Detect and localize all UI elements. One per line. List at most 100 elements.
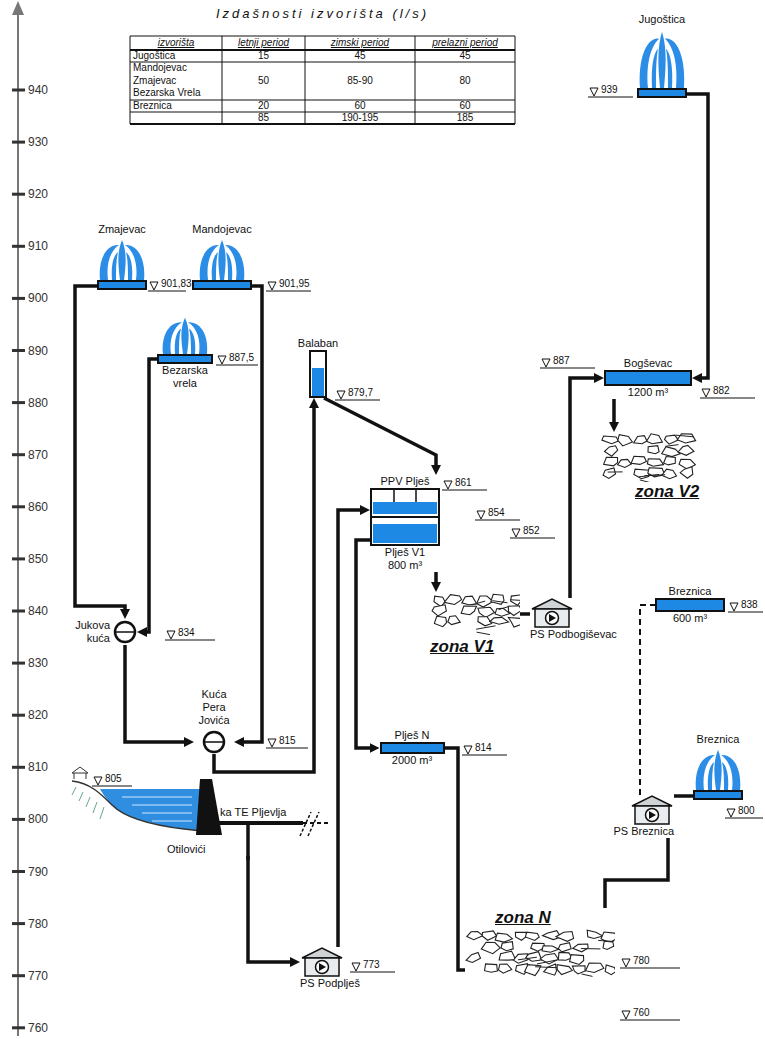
elevation-marks [92,88,763,1020]
spring-icon [693,746,743,790]
tank-node: Breznica600 m³ [655,585,725,625]
elevation-triangle [727,809,735,817]
elevation-label: 901,95 [278,278,311,290]
spring-node: Mandojevac [192,223,251,290]
axis-tick-label: 920 [28,187,48,201]
node-label: 2000 m³ [392,754,432,767]
node-label: Jukova kuća [62,619,110,645]
axis-tick [12,349,25,352]
pump-node: PS Podplješ [300,947,360,990]
pump-station-icon [530,598,574,628]
table-cell: Breznica [133,100,219,112]
table-cell: 85-90 [308,62,412,100]
ppv-node: PPV PlješPlješ V1800 m³ [370,475,440,572]
tower-node: Balaban [298,337,338,398]
elevation-line [620,1019,680,1020]
city-blocks [432,594,520,634]
elevation-line [165,639,215,640]
table-cell: izvorišta [133,36,219,50]
table-cell: 85 [225,112,302,124]
spring-icon [97,236,147,280]
axis-ticks [12,90,25,1028]
node-label: Zmajevac [97,223,147,236]
table-cell: 60 [308,100,412,112]
node-label: Plješ V1 [385,546,425,559]
spring-node: Jugoštica [637,13,687,98]
junction-node: Kuća Pera Jovića [194,688,234,754]
elevation-triangle [268,739,276,747]
node-label: zona V1 [430,637,494,657]
treatment-plant-tank [370,488,440,546]
axis-tick [12,662,25,665]
elevation-triangle [218,356,226,364]
pipeline [248,856,293,962]
elevation-label: 780 [632,955,651,967]
elevation-triangle [512,529,520,537]
elevation-line [700,397,755,398]
elevation-line [540,367,595,368]
reservoir-tank [380,742,445,754]
node-label: Bogševac [624,357,672,370]
axis-tick-label: 850 [28,552,48,566]
elevation-label: 887 [552,355,571,367]
node-label: 800 m³ [388,559,422,572]
table-cell: prelazni period [418,36,512,50]
zone-node: zona V2 [600,432,700,502]
elevation-triangle [444,481,452,489]
axis-line [17,10,19,1036]
table-cell: zimski period [308,36,412,50]
node-label: Breznica [693,733,743,746]
elevation-label: 800 [737,805,756,817]
axis-tick [12,245,25,248]
axis-tick [12,297,25,300]
elevation-triangle [464,746,472,754]
elevation-label: 834 [177,627,196,639]
axis-tick [12,505,25,508]
axis-tick-label: 840 [28,604,48,618]
axis-tick-label: 910 [28,239,48,253]
reservoir-tank [604,370,692,386]
axis-tick [12,89,25,92]
pipeline [144,359,157,632]
dashed-pipeline [640,605,655,795]
table-cell: 20 [225,100,302,112]
elevation-label: 854 [487,507,506,519]
axis-tick-label: 900 [28,291,48,305]
elevation-label: 887,5 [228,352,255,364]
axis-tick-label: 890 [28,344,48,358]
axis-tick-label: 870 [28,448,48,462]
pump-node: PS Breznica [613,795,674,838]
node-label: Mandojevac [192,223,251,236]
elevation-label: 814 [474,742,493,754]
elevation-line [266,747,308,748]
elevation-triangle [268,282,276,290]
table-cell: 50 [225,62,302,100]
node-label: Plješ N [395,729,430,742]
pipeline [338,510,363,947]
node-label: zona V2 [600,482,699,502]
elevation-triangle [622,1011,630,1019]
city-blocks [466,930,615,976]
elevation-triangle [590,88,598,96]
elevation-label: 939 [600,84,619,96]
elevation-line [216,364,258,365]
table-cell: Zmajevac [133,75,219,88]
elevation-label: 861 [454,477,473,489]
pipeline [674,794,693,798]
axis-tick-label: 880 [28,396,48,410]
elevation-label: 879,7 [347,387,374,399]
pipeline [570,378,597,598]
node-label: PPV Plješ [381,475,430,488]
node-label: Breznica [669,585,712,598]
elevation-line [148,290,186,291]
table-rule [415,36,416,124]
elevation-triangle [542,359,550,367]
table-rule [515,36,516,124]
spring-basin [192,280,251,290]
table-rule [130,123,515,125]
axis-tick-label: 800 [28,812,48,826]
axis-tick [12,193,25,196]
node-label: PS Podplješ [300,977,360,990]
table-grid [130,36,515,124]
axis-tick [12,974,25,977]
